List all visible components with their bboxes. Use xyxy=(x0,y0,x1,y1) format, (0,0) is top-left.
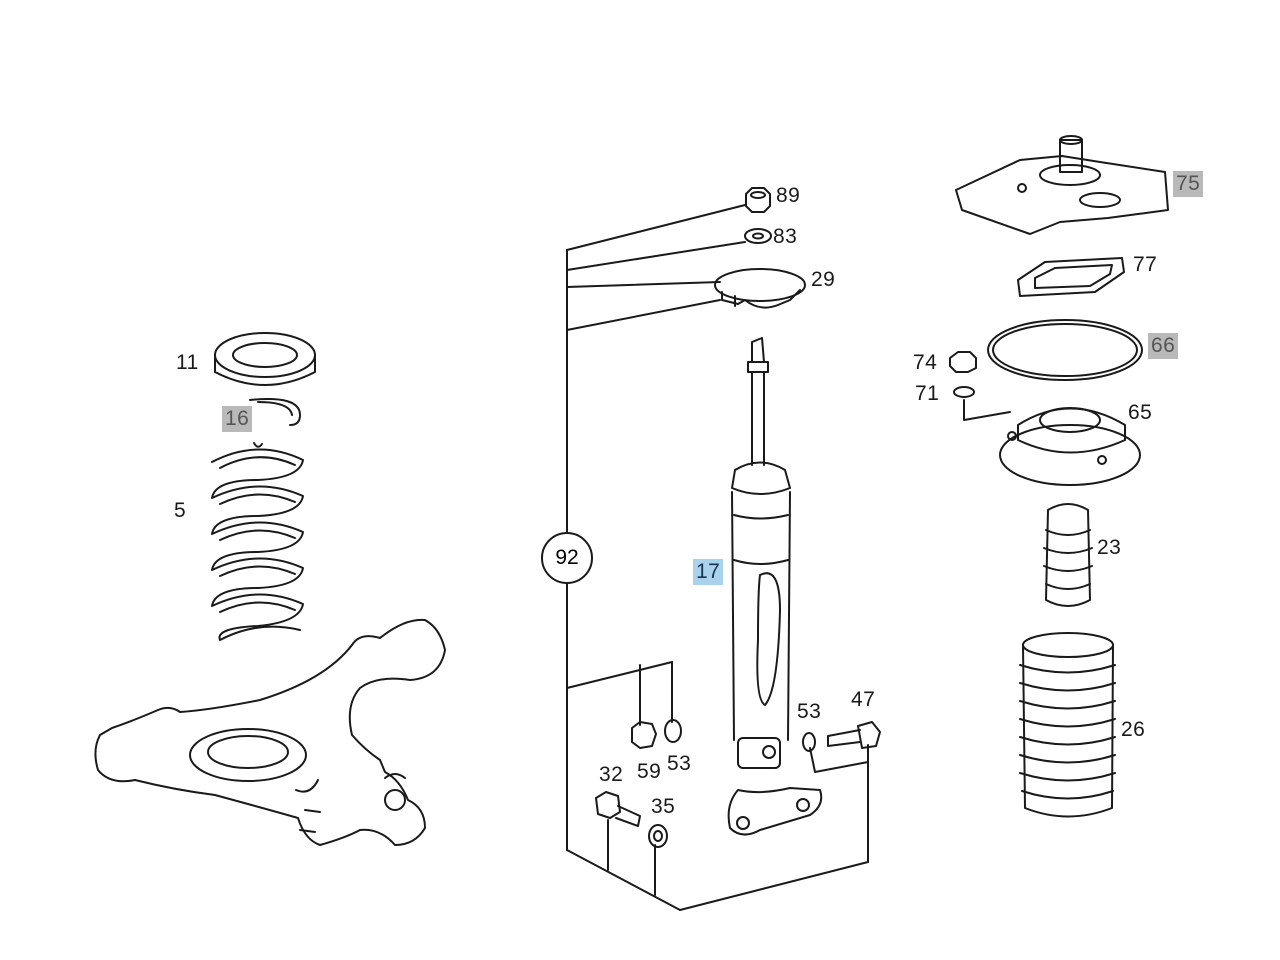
label-65[interactable]: 65 xyxy=(1128,401,1153,424)
label-26[interactable]: 26 xyxy=(1121,718,1146,741)
label-23[interactable]: 23 xyxy=(1097,536,1122,559)
label-47[interactable]: 47 xyxy=(851,688,876,711)
label-89[interactable]: 89 xyxy=(776,184,801,207)
label-53-right[interactable]: 53 xyxy=(797,700,822,723)
clamp-part xyxy=(714,268,806,309)
label-35[interactable]: 35 xyxy=(651,795,676,818)
label-53-left[interactable]: 53 xyxy=(667,752,692,775)
bolt-32-part xyxy=(595,791,641,827)
plate-part xyxy=(1017,257,1125,297)
dust-boot-part xyxy=(1019,632,1116,818)
shock-absorber-part xyxy=(727,337,823,836)
label-74[interactable]: 74 xyxy=(913,351,938,374)
bolt-47-part xyxy=(827,721,881,749)
label-17[interactable]: 17 xyxy=(693,559,724,585)
label-32[interactable]: 32 xyxy=(599,763,624,786)
coil-spring-part xyxy=(211,442,304,641)
label-71[interactable]: 71 xyxy=(915,382,940,405)
nut-part xyxy=(745,187,771,213)
gasket-part xyxy=(987,319,1143,381)
washer-35-part xyxy=(648,824,668,848)
label-16[interactable]: 16 xyxy=(222,406,253,432)
bracket-65 xyxy=(963,399,1011,421)
label-29[interactable]: 29 xyxy=(811,268,836,291)
control-arm-part xyxy=(94,618,446,846)
strut-kit-bracket xyxy=(566,204,869,911)
label-77[interactable]: 77 xyxy=(1133,253,1158,276)
nut-74-part xyxy=(949,351,977,373)
label-59[interactable]: 59 xyxy=(637,760,662,783)
washer-part xyxy=(744,228,772,244)
washer-53b-part xyxy=(802,732,816,752)
nut-59-part xyxy=(631,721,657,749)
washer-71-part xyxy=(953,386,975,398)
label-11[interactable]: 11 xyxy=(176,351,199,374)
label-5[interactable]: 5 xyxy=(174,499,187,522)
label-75[interactable]: 75 xyxy=(1173,171,1204,197)
label-66[interactable]: 66 xyxy=(1148,333,1179,359)
washer-53-part xyxy=(664,719,682,743)
label-83[interactable]: 83 xyxy=(773,225,798,248)
strut-mount-part xyxy=(999,407,1141,486)
seat-ring-part xyxy=(214,332,316,386)
label-92[interactable]: 92 xyxy=(541,532,593,584)
upper-mount-part xyxy=(955,135,1169,235)
bump-stop-part xyxy=(1043,503,1093,607)
clip-part xyxy=(249,398,301,426)
